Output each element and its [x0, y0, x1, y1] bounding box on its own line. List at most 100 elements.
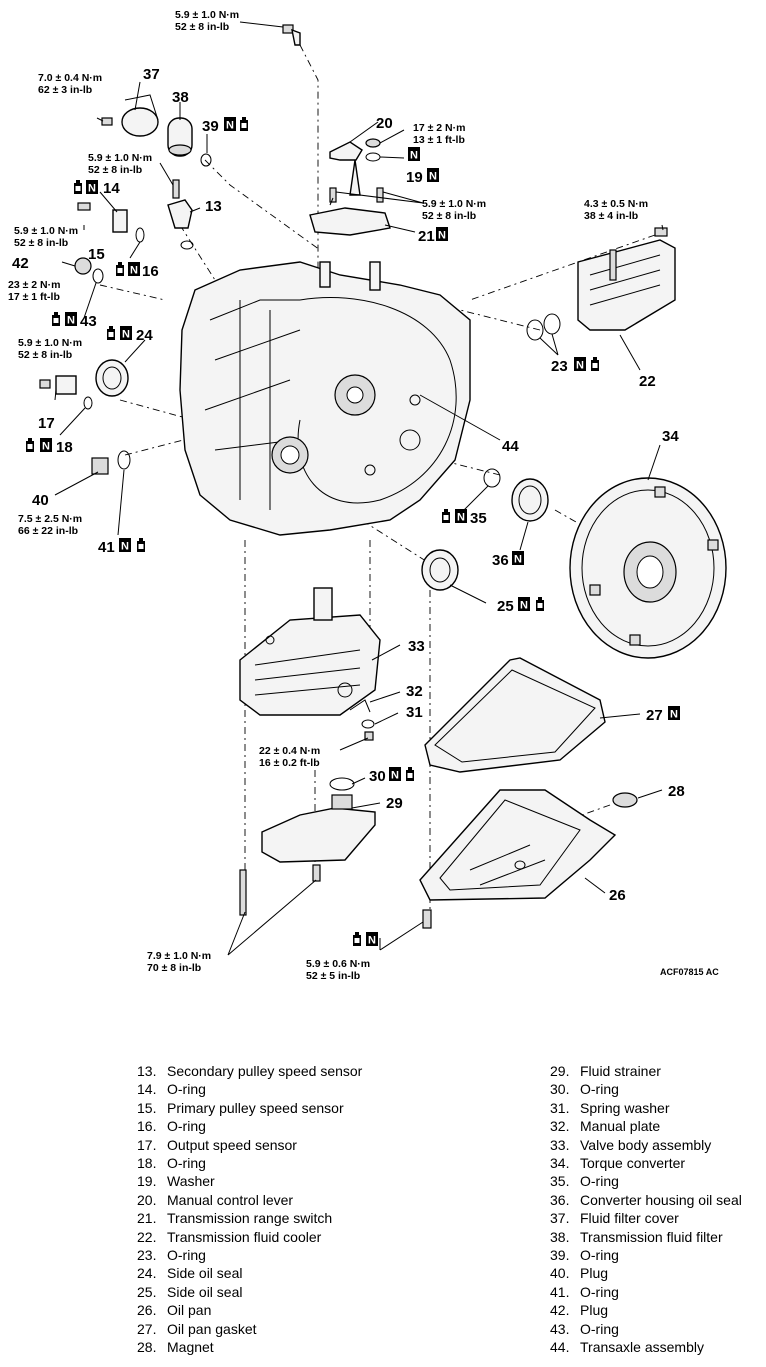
legend-item-number: 41. [550, 1283, 570, 1300]
new-part-icon [408, 147, 420, 162]
transaxle-assembly-part [179, 261, 471, 536]
new-part-icon [40, 438, 52, 453]
legend-item: 34.Torque converter [550, 1154, 742, 1172]
callout-25: 25 [497, 598, 514, 615]
torque-22-line1: 4.3 ± 0.5 N·m [584, 198, 648, 210]
torque-19-line2: 13 ± 1 ft-lb [413, 134, 465, 146]
legend-item-number: 22. [137, 1228, 157, 1245]
torque-15-line1: 5.9 ± 1.0 N·m [14, 225, 78, 237]
new-part-icon [119, 538, 131, 553]
torque-bolt-right-line1: 5.9 ± 0.6 N·m [306, 958, 370, 970]
legend-item-label: O-ring [580, 1081, 619, 1098]
callout-16: 16 [142, 263, 159, 280]
legend-item-number: 24. [137, 1265, 157, 1282]
callout-36: 36 [492, 552, 509, 569]
legend-item-number: 27. [137, 1320, 157, 1337]
legend-item-label: Valve body assembly [580, 1136, 712, 1153]
legend-item-label: Side oil seal [167, 1283, 243, 1300]
legend-item-number: 21. [137, 1210, 157, 1227]
legend-item: 16.O-ring [137, 1117, 362, 1135]
legend-item-label: Primary pulley speed sensor [167, 1099, 344, 1116]
fluid-icon [107, 326, 115, 340]
fluid-icon [442, 509, 450, 523]
legend-item-label: Fluid filter cover [580, 1210, 679, 1227]
torque-top-line2: 52 ± 8 in-lb [175, 21, 229, 33]
legend-item-number: 36. [550, 1191, 570, 1208]
legend-item-label: Side oil seal [167, 1265, 243, 1282]
fluid-icon [52, 312, 60, 326]
callout-29: 29 [386, 795, 403, 812]
callout-18: 18 [56, 439, 73, 456]
new-part-icon [120, 326, 132, 341]
legend-item: 33. Valve body assembly [550, 1136, 742, 1154]
legend-item-label: O-ring [580, 1247, 619, 1264]
legend-item: 36. Converter housing oil seal [550, 1191, 742, 1209]
fluid-icon [26, 438, 34, 452]
legend-item-number: 13. [137, 1063, 157, 1079]
legend-item: 17. Output speed sensor [137, 1136, 362, 1154]
torque-13-line1: 5.9 ± 1.0 N·m [88, 152, 152, 164]
fluid-icon [406, 767, 414, 781]
torque-15-line2: 52 ± 8 in-lb [14, 237, 68, 249]
legend-item-number: 25. [137, 1283, 157, 1300]
legend-item: 20. Manual control lever [137, 1191, 362, 1209]
callout-38: 38 [172, 89, 189, 106]
legend-item: 37.Fluid filter cover [550, 1209, 742, 1227]
legend-item-number: 39. [550, 1247, 570, 1264]
legend-item-label: Manual control lever [167, 1191, 294, 1208]
legend-item-number: 38. [550, 1228, 570, 1245]
legend-item-label: O-ring [167, 1081, 206, 1098]
callout-13: 13 [205, 198, 222, 215]
new-part-icon [455, 509, 467, 524]
legend-item: 13. Secondary pulley speed sensor [137, 1062, 362, 1080]
legend-item-number: 29. [550, 1063, 570, 1079]
legend-item-label: Converter housing oil seal [580, 1191, 742, 1208]
new-part-icon [389, 767, 401, 782]
fluid-icon [353, 932, 361, 946]
legend-item: 14. O-ring [137, 1080, 362, 1098]
legend-item-label: Secondary pulley speed sensor [167, 1063, 363, 1079]
legend-item: 27.Oil pan gasket [137, 1320, 362, 1338]
legend-item: 24. Side oil seal [137, 1264, 362, 1282]
torque-42-line1: 23 ± 2 N·m [8, 279, 60, 291]
torque-40-line1: 7.5 ± 2.5 N·m [18, 513, 82, 525]
legend-item-label: O-ring [580, 1283, 619, 1300]
torque-17-line1: 5.9 ± 1.0 N·m [18, 337, 82, 349]
legend-item-label: O-ring [167, 1118, 206, 1135]
callout-40: 40 [32, 492, 49, 509]
legend-item: 26.Oil pan [137, 1301, 362, 1319]
legend-item-number: 17. [137, 1136, 157, 1153]
legend-item-number: 33. [550, 1136, 570, 1153]
legend-item-label: Transaxle assembly [580, 1339, 704, 1356]
torque-37-line2: 62 ± 3 in-lb [38, 84, 92, 96]
leader-lines [54, 21, 664, 956]
oil-pan-gasket-part [424, 657, 606, 773]
legend-item-number: 44. [550, 1339, 570, 1356]
legend-item-number: 14. [137, 1081, 157, 1098]
exploded-view-diagram: N [8, 9, 727, 982]
torque-13-line2: 52 ± 8 in-lb [88, 164, 142, 176]
torque-specs: 5.9 ± 1.0 N·m 52 ± 8 in-lb 7.0 ± 0.4 N·m… [8, 9, 719, 982]
legend-item: 35.O-ring [550, 1172, 742, 1190]
callout-30: 30 [369, 768, 386, 785]
legend-item: 30.O-ring [550, 1080, 742, 1098]
new-part-icon [518, 597, 530, 612]
legend-item-number: 40. [550, 1265, 570, 1282]
callout-34: 34 [662, 428, 679, 445]
legend-item-label: Output speed sensor [167, 1136, 297, 1153]
legend-item-label: Manual plate [580, 1118, 661, 1135]
torque-21-line1: 5.9 ± 1.0 N·m [422, 198, 486, 210]
torque-17-line2: 52 ± 8 in-lb [18, 349, 72, 361]
legend-item-label: O-ring [167, 1155, 206, 1172]
new-part-icon [65, 312, 77, 327]
legend-item-number: 20. [137, 1191, 157, 1208]
callout-43: 43 [80, 313, 97, 330]
fluid-icon [116, 262, 124, 276]
upper-middle-parts [309, 138, 391, 236]
new-part-icon [668, 706, 680, 721]
legend-item-number: 28. [137, 1339, 157, 1356]
legend-item: 42.Plug [550, 1301, 742, 1319]
legend-item-label: Torque converter [580, 1155, 686, 1172]
torque-bolt-left-line2: 70 ± 8 in-lb [147, 962, 201, 974]
